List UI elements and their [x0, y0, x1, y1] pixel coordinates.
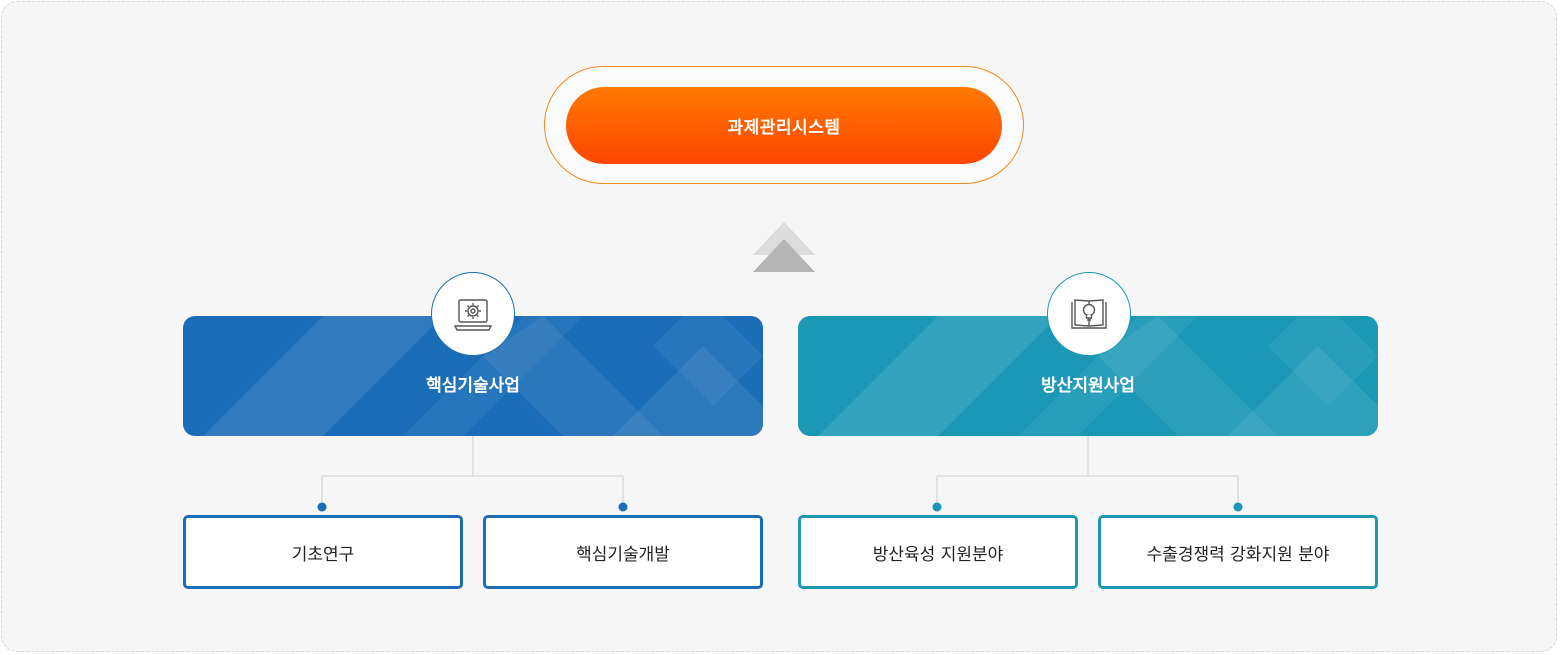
sub-node-label: 핵심기술개발 [576, 544, 670, 565]
top-node: 과제관리시스템 [566, 87, 1002, 164]
laptop-gear-icon [453, 299, 493, 331]
sub-node-defense-industry: 방산육성 지원분야 [798, 515, 1078, 589]
sub-node-label: 기초연구 [291, 544, 355, 565]
category-icon-circle [1047, 272, 1131, 356]
connector-dot [932, 502, 942, 512]
connector-dot [317, 502, 327, 512]
up-arrows-icon [753, 222, 815, 272]
category-title: 핵심기술사업 [426, 376, 520, 396]
background-pattern [203, 316, 763, 436]
connector-dot [618, 502, 628, 512]
sub-node-core-tech-dev: 핵심기술개발 [483, 515, 763, 589]
sub-node-label: 수출경쟁력 강화지원 분야 [1146, 544, 1330, 565]
top-node-label: 과제관리시스템 [727, 118, 841, 138]
book-lightbulb-icon [1071, 299, 1107, 329]
category-box-core-tech: 핵심기술사업 [183, 316, 763, 436]
background-pattern [818, 316, 1378, 436]
sub-node-label: 방산육성 지원분야 [872, 544, 1004, 565]
sub-node-basic-research: 기초연구 [183, 515, 463, 589]
connector-dot [1233, 502, 1243, 512]
category-icon-circle [431, 272, 515, 356]
sub-node-export-competitiveness: 수출경쟁력 강화지원 분야 [1098, 515, 1378, 589]
category-title: 방산지원사업 [1041, 376, 1135, 396]
